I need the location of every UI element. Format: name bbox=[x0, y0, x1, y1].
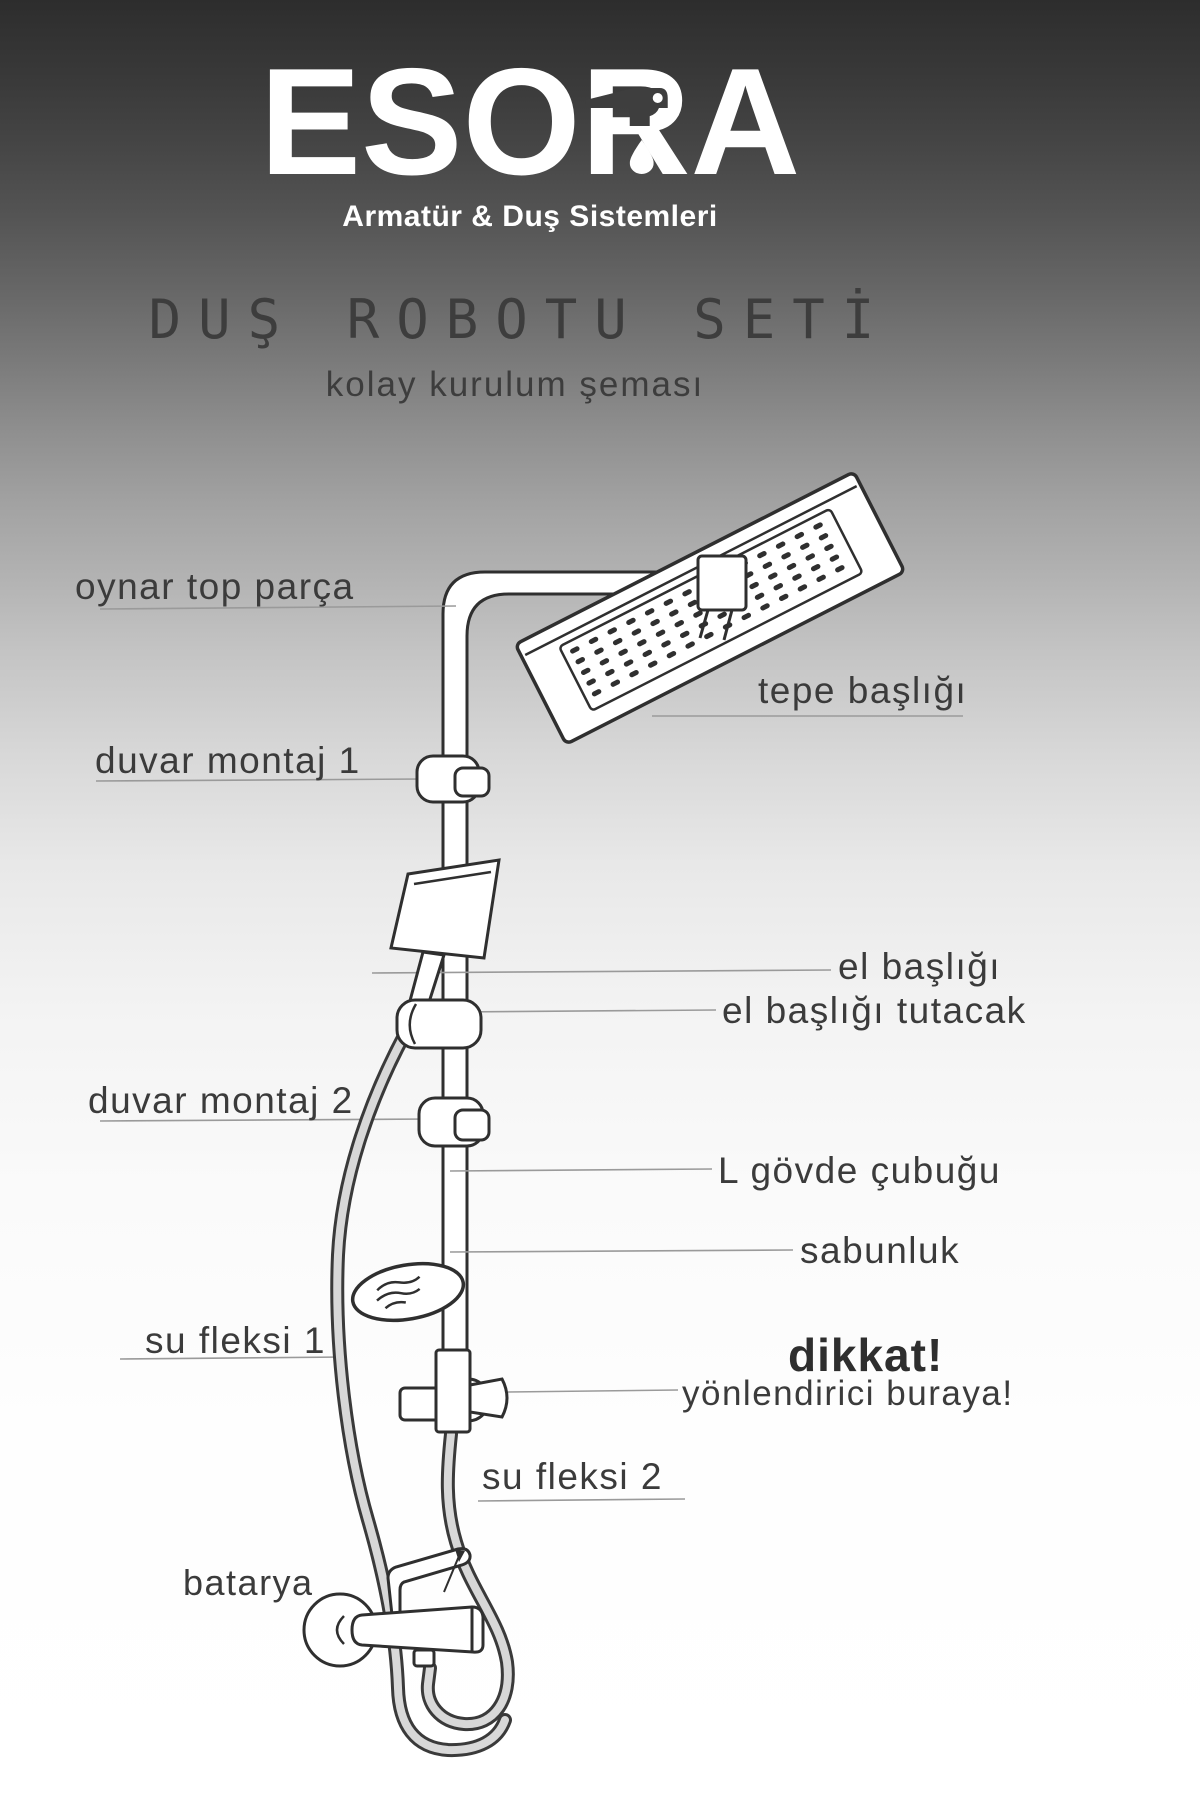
wall-bracket-1 bbox=[415, 754, 491, 804]
label-el-basligi: el başlığı bbox=[838, 946, 1002, 987]
faucet-body bbox=[350, 1605, 485, 1654]
brand-header: ESORA Armatür & Duş Sistemleri bbox=[260, 46, 801, 234]
label-sabunluk: sabunluk bbox=[800, 1230, 961, 1271]
label-el-basligi-tutacak: el başlığı tutacak bbox=[722, 990, 1027, 1031]
nozzle-dots bbox=[570, 519, 850, 697]
label-su-fleksi-2: su fleksi 2 bbox=[482, 1456, 664, 1497]
hand-shower-head bbox=[389, 858, 501, 960]
label-dikkat: dikkat! bbox=[788, 1329, 944, 1381]
hose-su-fleksi-1 bbox=[330, 1025, 512, 1758]
faucet-lever bbox=[386, 1547, 472, 1617]
label-oynar-top-parca: oynar top parça bbox=[75, 566, 355, 607]
page-title: DUŞ ROBOTU SETİ bbox=[148, 288, 892, 351]
label-su-fleksi-1: su fleksi 1 bbox=[145, 1320, 327, 1361]
hand-shower-holder bbox=[395, 998, 483, 1050]
faucet-icon bbox=[585, 88, 668, 126]
label-duvar-montaj-1: duvar montaj 1 bbox=[95, 740, 361, 781]
brand-name: ESORA bbox=[259, 37, 801, 207]
leader-lines bbox=[95, 605, 963, 1502]
water-drop-icon bbox=[629, 140, 654, 174]
hose-su-fleksi-2 bbox=[420, 1427, 515, 1732]
diverter-knob bbox=[468, 1377, 509, 1419]
label-duvar-montaj-2: duvar montaj 2 bbox=[88, 1080, 354, 1121]
soap-dish bbox=[350, 1261, 466, 1323]
page-subtitle: kolay kurulum şeması bbox=[325, 365, 705, 404]
swivel-connector bbox=[696, 554, 748, 641]
connection-arrow bbox=[443, 1549, 465, 1593]
label-l-govde-cubugu: L gövde çubuğu bbox=[718, 1150, 1001, 1191]
brand-logo: ESORA bbox=[260, 46, 801, 198]
label-batarya: batarya bbox=[183, 1562, 314, 1603]
hand-shower bbox=[389, 858, 501, 1050]
faucet-outlet bbox=[412, 1648, 436, 1668]
mixer-faucet bbox=[302, 1547, 485, 1668]
title-block: DUŞ ROBOTU SETİ kolay kurulum şeması bbox=[0, 288, 1200, 405]
brand-tagline: Armatür & Duş Sistemleri bbox=[342, 200, 718, 233]
label-tepe-basligi: tepe başlığı bbox=[758, 670, 968, 711]
label-yonlendirici-buraya: yönlendirici buraya! bbox=[682, 1374, 1014, 1413]
wall-bracket-2 bbox=[417, 1096, 491, 1148]
diverter-junction bbox=[398, 1348, 509, 1434]
